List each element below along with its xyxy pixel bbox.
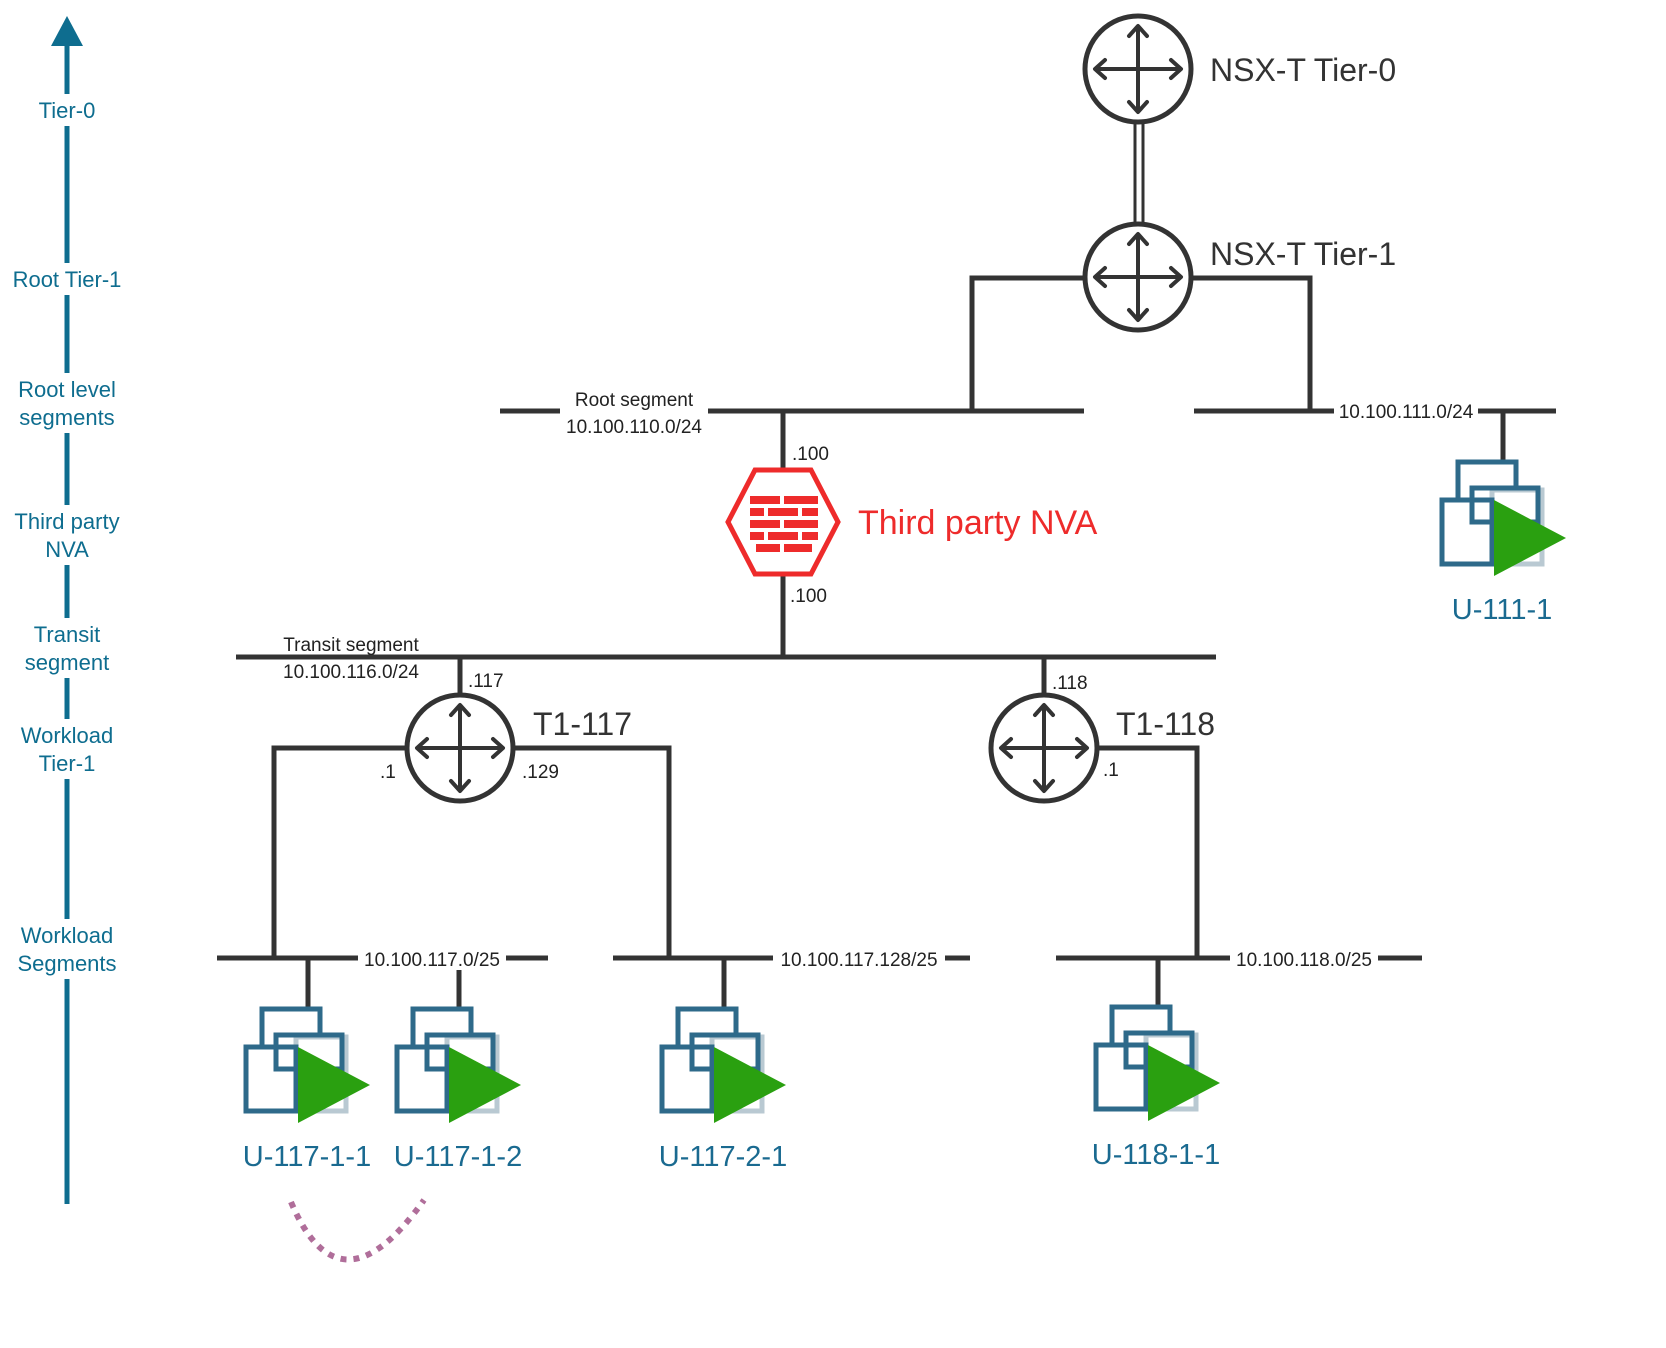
t1-to-root-segment-link xyxy=(969,275,1086,411)
t118-down-ip: .1 xyxy=(1103,760,1119,781)
router-icon xyxy=(407,695,513,801)
t117-left-link xyxy=(271,745,408,958)
router-tier0[interactable]: NSX-T Tier-0 xyxy=(1085,16,1396,122)
router-t1-117-label: T1-117 xyxy=(533,706,632,742)
seg111-cidr: 10.100.111.0/24 xyxy=(1339,402,1474,423)
tier-axis-arrowhead-icon xyxy=(51,16,83,46)
same-segment-traffic-arc xyxy=(288,1198,427,1263)
tier-label-bg xyxy=(8,505,126,565)
root-segment-cidr: 10.100.110.0/24 xyxy=(566,417,702,438)
t117-uplink-ip: .117 xyxy=(468,671,504,692)
seg117-128-cidr: 10.100.117.128/25 xyxy=(780,950,937,971)
vm-u118-1-1-label: U-118-1-1 xyxy=(1092,1139,1220,1171)
tier-label-bg xyxy=(8,94,126,126)
tier-label-bg xyxy=(8,373,126,433)
vm-u117-1-1[interactable]: U-117-1-1 xyxy=(243,1009,371,1173)
seg118-0-cidr: 10.100.118.0/25 xyxy=(1236,950,1372,971)
vm-icon xyxy=(246,1009,370,1123)
tier-label: Tier-0 xyxy=(39,98,96,123)
router-t1-117[interactable]: T1-117 xyxy=(407,695,632,801)
vm-icon xyxy=(397,1009,521,1123)
interface-labels: .117 .118 .1 .129 .1 xyxy=(380,671,1119,783)
tier-label: Root Tier-1 xyxy=(13,267,122,292)
vm-icon xyxy=(1442,462,1566,576)
router-icon xyxy=(1085,16,1191,122)
vm-u117-1-2[interactable]: U-117-1-2 xyxy=(394,1009,522,1173)
root-segment-name: Root segment xyxy=(575,390,694,411)
segment-labels: Root segment 10.100.110.0/24 10.100.111.… xyxy=(276,390,1478,971)
vm-u117-2-1-label: U-117-2-1 xyxy=(659,1141,787,1173)
router-t1-118[interactable]: T1-118 xyxy=(991,695,1215,801)
third-party-nva[interactable]: Third party NVA xyxy=(725,467,1098,577)
t117-left-ip: .1 xyxy=(380,762,396,783)
t117-right-link xyxy=(512,745,672,958)
nva-ip-bottom: .100 xyxy=(790,586,827,607)
vm-u111-1-label: U-111-1 xyxy=(1452,594,1552,626)
seg117-0-cidr: 10.100.117.0/25 xyxy=(364,950,500,971)
tier-label-bg xyxy=(8,719,126,779)
router-icon xyxy=(991,695,1097,801)
nva-label: Third party NVA xyxy=(858,504,1098,542)
vm-icon xyxy=(1096,1007,1220,1121)
router-tier1-label: NSX-T Tier-1 xyxy=(1210,236,1396,272)
vm-u118-1-1[interactable]: U-118-1-1 xyxy=(1092,1007,1220,1171)
t1-to-seg111-link xyxy=(1190,275,1313,411)
t118-uplink-ip: .118 xyxy=(1052,673,1088,694)
t118-down-link xyxy=(1096,745,1200,958)
vm-u111-1[interactable]: U-111-1 xyxy=(1442,462,1566,626)
vm-u117-1-1-label: U-117-1-1 xyxy=(243,1141,371,1173)
vm-icon xyxy=(662,1009,786,1123)
router-icon xyxy=(1085,224,1191,330)
tier-label-bg xyxy=(8,263,126,295)
vm-u117-1-2-label: U-117-1-2 xyxy=(394,1141,522,1173)
router-t1-118-label: T1-118 xyxy=(1116,706,1215,742)
transit-segment-name: Transit segment xyxy=(283,635,419,656)
firewall-icon xyxy=(725,467,841,577)
nva-ip-top: .100 xyxy=(792,444,829,465)
tier-label-bg xyxy=(8,618,126,678)
router-tier0-label: NSX-T Tier-0 xyxy=(1210,52,1396,88)
t117-right-ip: .129 xyxy=(522,762,559,783)
transit-segment-cidr: 10.100.116.0/24 xyxy=(283,662,419,683)
router-tier1[interactable]: NSX-T Tier-1 xyxy=(1085,224,1396,330)
tier-label-bg xyxy=(8,919,126,979)
vm-u117-2-1[interactable]: U-117-2-1 xyxy=(659,1009,787,1173)
